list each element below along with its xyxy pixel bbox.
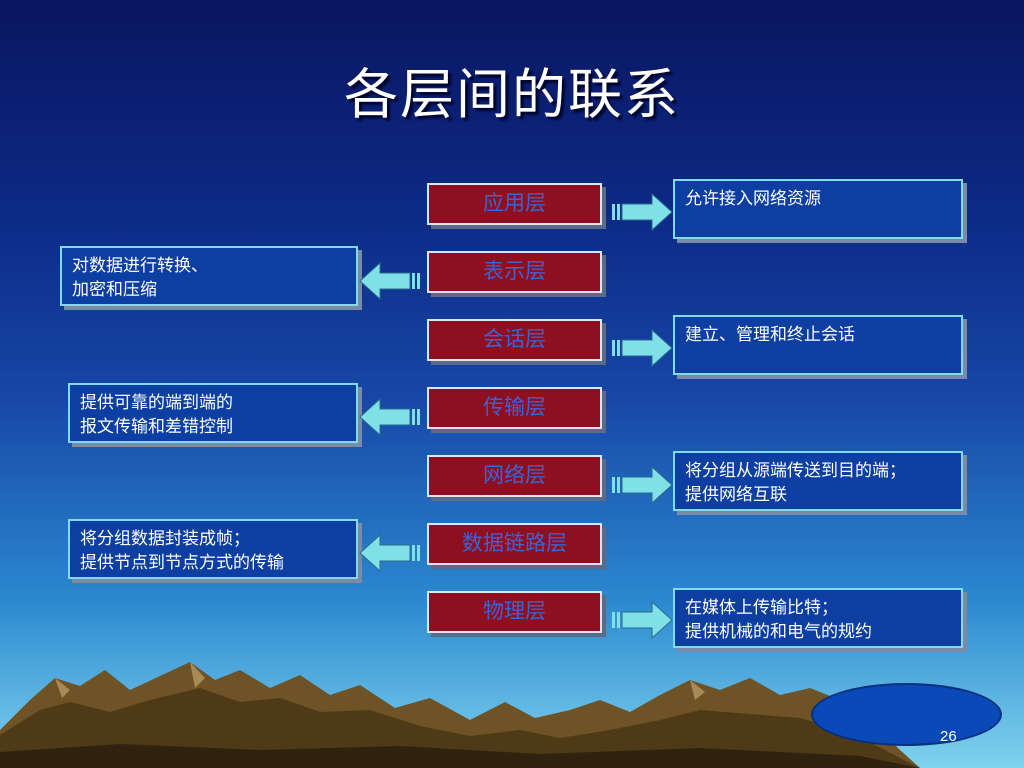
arrow-right-network (612, 465, 673, 505)
slide-title: 各层间的联系 (344, 63, 680, 126)
decorative-oval (811, 683, 1002, 746)
arrow-left-transport (359, 397, 420, 437)
arrow-right-session (612, 328, 673, 368)
desc-datalink: 将分组数据封装成帧； 提供节点到节点方式的传输 (68, 519, 358, 579)
layer-presentation: 表示层 (427, 251, 602, 293)
layer-session: 会话层 (427, 319, 602, 361)
layer-datalink: 数据链路层 (427, 523, 602, 565)
desc-application: 允许接入网络资源 (673, 179, 963, 239)
layer-physical: 物理层 (427, 591, 602, 633)
desc-session: 建立、管理和终止会话 (673, 315, 963, 375)
page-number: 26 (940, 728, 957, 745)
desc-physical: 在媒体上传输比特； 提供机械的和电气的规约 (673, 588, 963, 648)
layer-network: 网络层 (427, 455, 602, 497)
desc-presentation: 对数据进行转换、 加密和压缩 (60, 246, 358, 306)
desc-network: 将分组从源端传送到目的端； 提供网络互联 (673, 451, 963, 511)
arrow-left-presentation (359, 261, 420, 301)
desc-transport: 提供可靠的端到端的 报文传输和差错控制 (68, 383, 358, 443)
layer-application: 应用层 (427, 183, 602, 225)
arrow-right-application (612, 192, 673, 232)
arrow-right-physical (612, 600, 673, 640)
arrow-left-datalink (359, 533, 420, 573)
mountains-illustration (0, 662, 920, 768)
layer-transport: 传输层 (427, 387, 602, 429)
